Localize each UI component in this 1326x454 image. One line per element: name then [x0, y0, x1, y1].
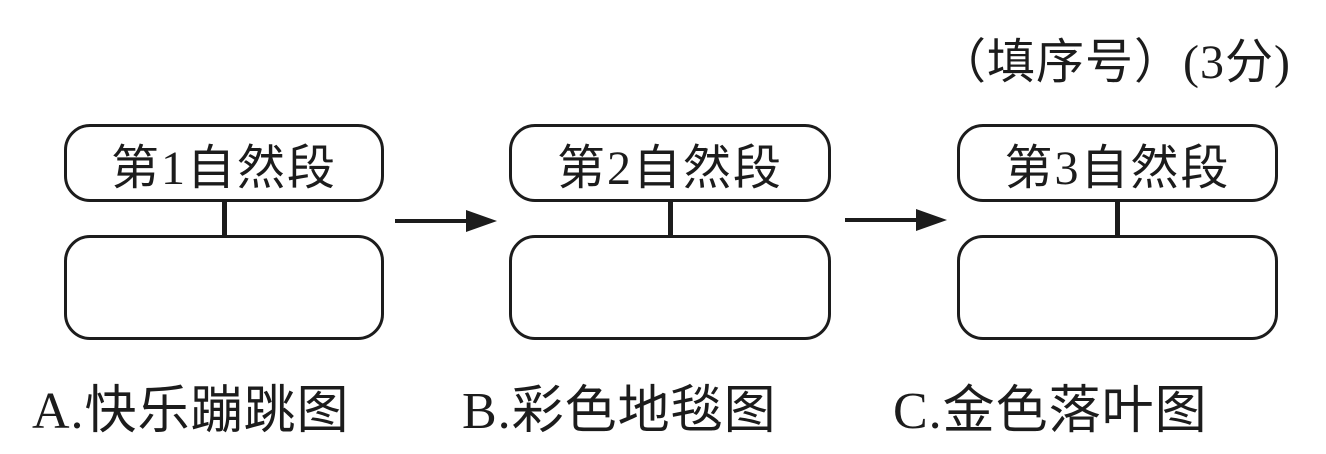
paragraph-3-label-box: 第3自然段 — [957, 124, 1278, 202]
connector-line-2 — [667, 202, 673, 235]
paragraph-3-label: 第3自然段 — [1004, 142, 1231, 195]
option-c-label: C.金色落叶图 — [893, 383, 1208, 440]
answer-box-3[interactable] — [957, 235, 1278, 340]
paragraph-2-label-box: 第2自然段 — [509, 124, 831, 202]
arrow-right-icon — [395, 210, 497, 232]
arrow-right-icon — [845, 209, 947, 231]
paragraph-group-3: 第3自然段 — [957, 124, 1278, 340]
paragraph-1-label: 第1自然段 — [110, 142, 337, 195]
paragraph-group-2: 第2自然段 — [509, 124, 831, 340]
paragraph-group-1: 第1自然段 — [64, 124, 384, 340]
answer-box-1[interactable] — [64, 235, 384, 340]
option-b-label: B.彩色地毯图 — [462, 383, 777, 440]
answer-box-2[interactable] — [509, 235, 831, 340]
paragraph-1-label-box: 第1自然段 — [64, 124, 384, 202]
option-a-label: A.快乐蹦跳图 — [32, 383, 350, 440]
paragraph-2-label: 第2自然段 — [556, 142, 783, 195]
connector-line-1 — [221, 202, 227, 235]
instruction-note: （填序号）(3分) — [938, 36, 1291, 89]
connector-line-3 — [1115, 202, 1120, 235]
